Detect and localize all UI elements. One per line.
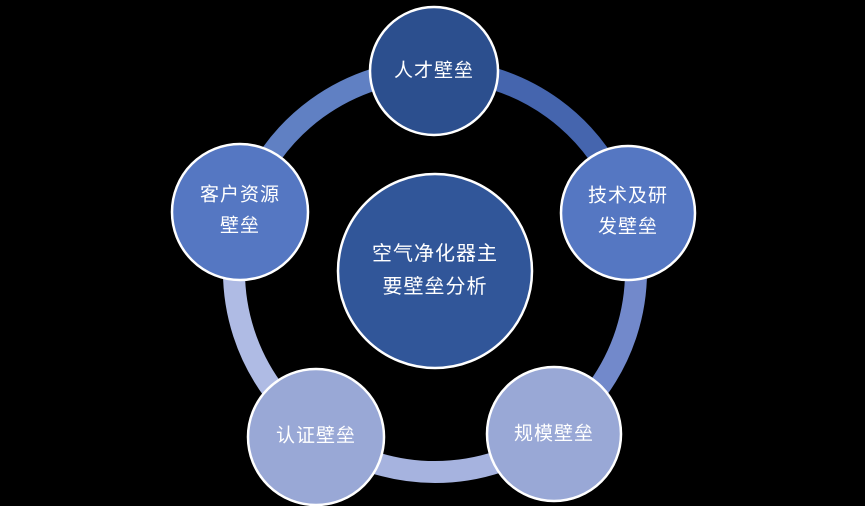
center-circle xyxy=(336,172,534,370)
node-label-customer-resource: 客户资源壁垒 xyxy=(199,184,280,237)
node-label-scale: 规模壁垒 xyxy=(513,423,594,445)
node-label-talent: 人才壁垒 xyxy=(393,60,474,82)
node-circle-talent xyxy=(368,5,500,137)
node-circle-tech-rd xyxy=(559,144,697,282)
node-circle-scale xyxy=(485,365,623,503)
node-label-certification: 认证壁垒 xyxy=(275,425,356,447)
node-circle-customer-resource xyxy=(170,142,310,282)
node-circle-certification xyxy=(246,367,386,506)
center-label: 空气净化器主要壁垒分析 xyxy=(372,243,498,298)
node-label-tech-rd: 技术及研发壁垒 xyxy=(587,185,668,238)
